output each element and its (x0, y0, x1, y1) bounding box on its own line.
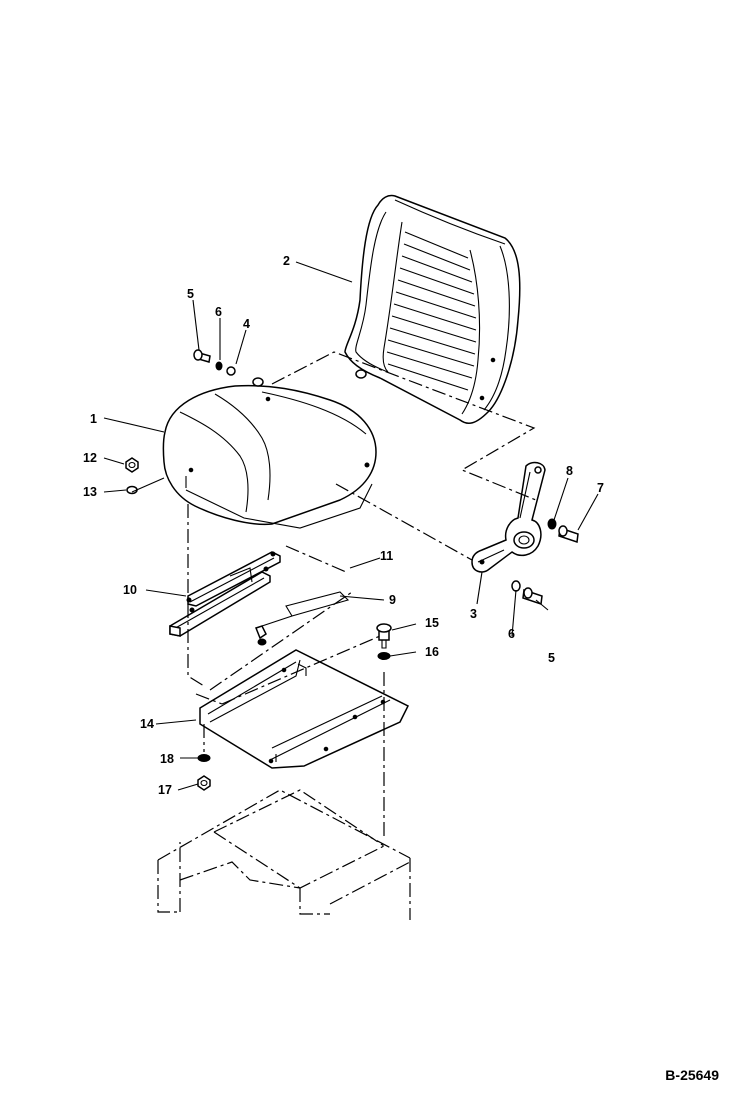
callout-8: 8 (566, 464, 573, 478)
pivot-bracket (471, 461, 546, 573)
callout-14: 14 (140, 717, 154, 731)
callout-6a: 6 (215, 305, 222, 319)
callout-2: 2 (283, 254, 290, 268)
seat-back (344, 194, 521, 425)
callout-7: 7 (597, 481, 604, 495)
callout-13: 13 (83, 485, 97, 499)
callout-9: 9 (389, 593, 396, 607)
callout-18: 18 (160, 752, 174, 766)
leader-lines (103, 261, 599, 791)
callout-labels: 1 2 3 4 5 5 6 6 7 8 9 10 11 12 13 14 15 … (83, 254, 604, 797)
callout-10: 10 (123, 583, 137, 597)
assembly-lines (187, 351, 537, 840)
mounting-plate (199, 649, 410, 769)
callout-17: 17 (158, 783, 172, 797)
drawing-number: B-25649 (665, 1067, 719, 1083)
callout-11: 11 (380, 549, 393, 563)
callout-4: 4 (243, 317, 250, 331)
slide-rail (169, 551, 281, 637)
base-frame (157, 789, 411, 920)
callout-12: 12 (83, 451, 97, 465)
callout-16: 16 (425, 645, 439, 659)
callout-5a: 5 (187, 287, 194, 301)
callout-5b: 5 (548, 651, 555, 665)
mounting-bracket (255, 591, 350, 646)
callout-6b: 6 (508, 627, 515, 641)
callout-3: 3 (470, 607, 477, 621)
seat-cushion (162, 377, 377, 529)
callout-15: 15 (425, 616, 439, 630)
callout-1: 1 (90, 412, 97, 426)
